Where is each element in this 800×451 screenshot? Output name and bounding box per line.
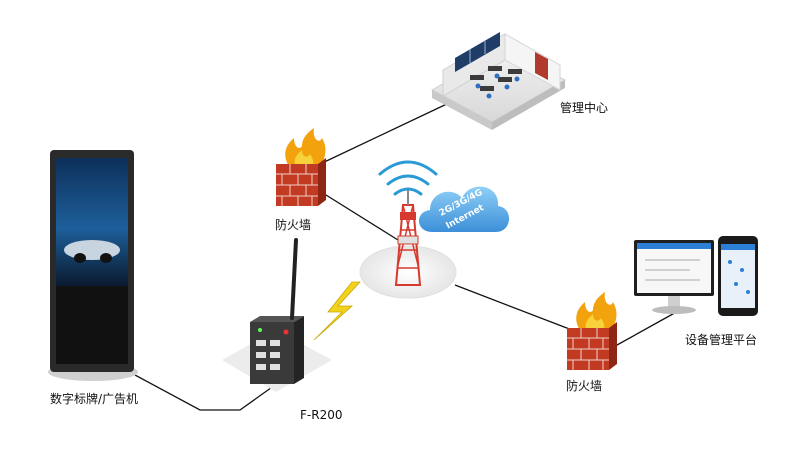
tower-base-halo <box>359 245 457 299</box>
link-firewall-right-platform <box>607 309 681 351</box>
signage-icon <box>48 150 138 381</box>
link-signage-router <box>134 374 276 411</box>
label-signage: 数字标牌/广告机 <box>50 392 139 406</box>
label-firewall-top: 防火墙 <box>275 218 312 232</box>
connection-lines <box>134 92 681 411</box>
firewall-icon <box>276 128 326 206</box>
link-tower-firewall-right <box>454 284 573 331</box>
label-router: F-R200 <box>300 408 343 422</box>
phone-icon <box>718 236 758 316</box>
firewall-icon <box>567 292 617 370</box>
label-firewall-right: 防火墙 <box>566 379 603 393</box>
monitor-icon <box>634 240 714 314</box>
lightning-icon <box>313 281 361 341</box>
building-icon <box>430 32 567 130</box>
router-icon <box>222 238 332 392</box>
label-control-center: 管理中心 <box>560 101 609 115</box>
label-device-platform: 设备管理平台 <box>685 333 758 347</box>
tower-icon <box>394 190 422 286</box>
link-firewall-control <box>317 92 471 166</box>
cloud-icon <box>418 186 510 232</box>
wifi-icon <box>378 160 438 196</box>
link-firewall-tower <box>317 189 399 241</box>
